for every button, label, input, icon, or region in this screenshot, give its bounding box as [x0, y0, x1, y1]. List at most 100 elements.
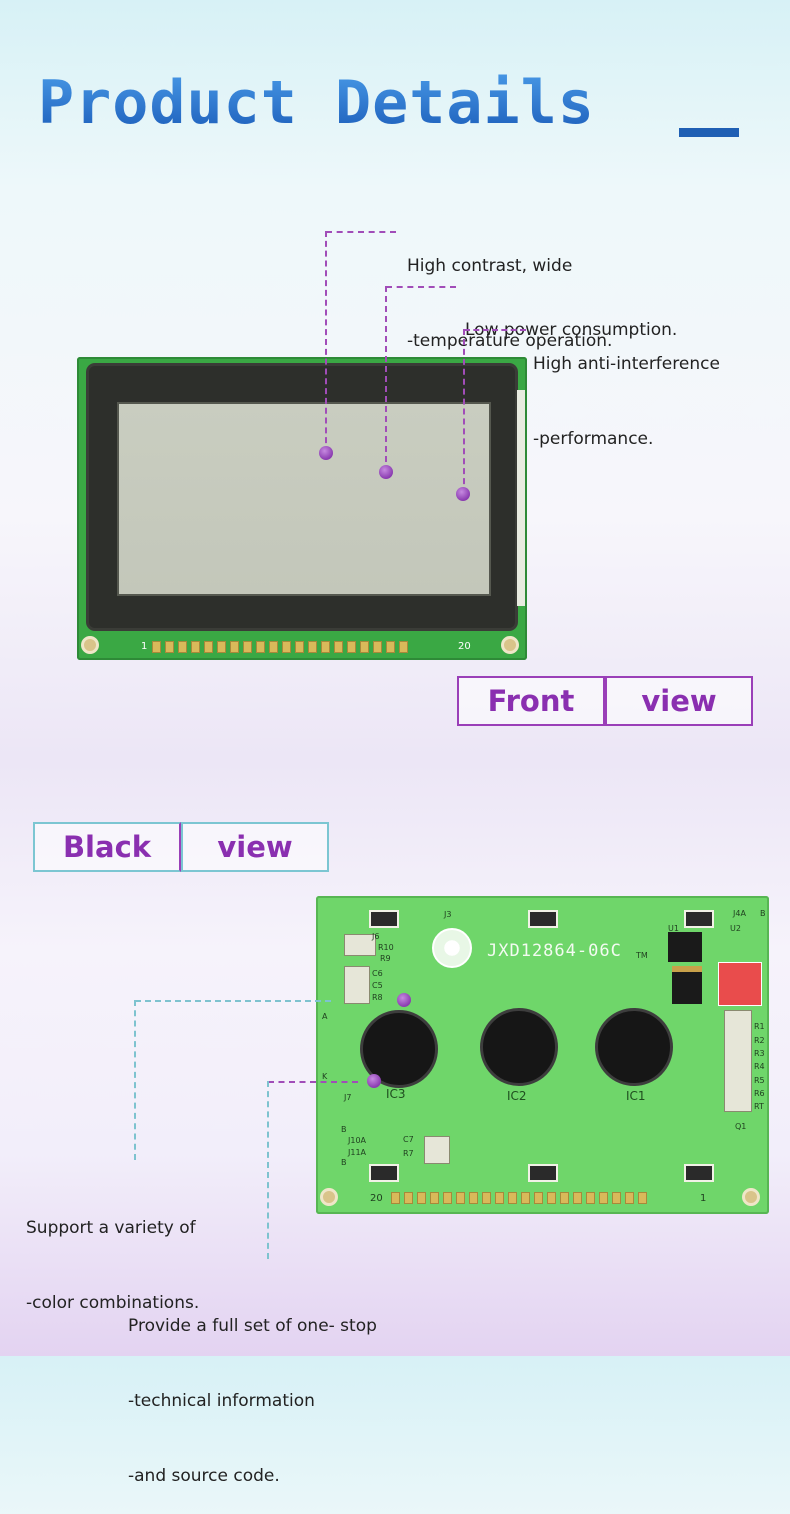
header-pin	[295, 641, 304, 653]
header-pin	[178, 641, 187, 653]
pcb-pad-bottom-left	[369, 1164, 399, 1182]
pcb-tm-mark: TM	[636, 951, 648, 960]
header-pin	[399, 641, 408, 653]
header-pin	[469, 1192, 478, 1204]
pcb-led-pads	[718, 962, 762, 1006]
silk-c6: C6	[372, 969, 383, 978]
header-pin	[508, 1192, 517, 1204]
silk-a: A	[322, 1012, 328, 1021]
pcb-chip-ic2	[480, 1008, 558, 1086]
back-callout-dot-1	[397, 993, 411, 1007]
silk-r9: R9	[380, 954, 391, 963]
front-feature-3-line1: High anti-interference	[533, 354, 720, 374]
silk-j3: J3	[444, 910, 452, 919]
pcb-pad-top-mid	[528, 910, 558, 928]
header-pin	[404, 1192, 413, 1204]
front-leader-1-v	[325, 231, 327, 453]
front-callout-dot-2	[379, 465, 393, 479]
front-pin-last-label: 20	[458, 641, 471, 652]
mount-hole-right	[501, 636, 519, 654]
silk-r10: R10	[378, 943, 394, 952]
silk-j4a: J4A	[733, 909, 746, 918]
front-pin-first-label: 1	[141, 641, 148, 652]
header-pin	[482, 1192, 491, 1204]
header-pin	[191, 641, 200, 653]
backlight-strip	[517, 390, 525, 606]
header-pin	[456, 1192, 465, 1204]
back-feature-2-line1: Provide a full set of one- stop	[128, 1316, 377, 1336]
header-pin	[152, 641, 161, 653]
front-feature-1-line1: High contrast, wide	[407, 256, 573, 276]
pcb-capacitor	[672, 966, 702, 1004]
back-feature-2-line2: -technical information	[128, 1391, 315, 1411]
header-pin	[165, 641, 174, 653]
header-pin	[217, 641, 226, 653]
back-pin-last-label: 1	[700, 1193, 707, 1204]
silk-c7: C7	[403, 1135, 414, 1144]
front-leader-1-h	[326, 231, 396, 233]
silk-rt: RT	[754, 1102, 764, 1111]
mount-hole-left	[81, 636, 99, 654]
silk-j11a: J11A	[348, 1148, 367, 1157]
silk-c5: C5	[372, 981, 383, 990]
header-pin	[347, 641, 356, 653]
silk-r2: R2	[754, 1036, 765, 1045]
header-pin	[430, 1192, 439, 1204]
header-pin	[256, 641, 265, 653]
header-pin	[269, 641, 278, 653]
back-leader-2-v	[267, 1081, 269, 1259]
header-pin	[373, 641, 382, 653]
pcb-chip-ic1	[595, 1008, 673, 1086]
silk-b-top: B	[760, 909, 766, 918]
header-pin	[360, 641, 369, 653]
back-pin-first-label: 20	[370, 1193, 383, 1204]
front-leader-3-h	[464, 329, 526, 331]
silk-k: K	[322, 1072, 328, 1081]
lcd-screen	[117, 402, 491, 596]
header-pin	[334, 641, 343, 653]
header-pin	[230, 641, 239, 653]
front-pin-header	[152, 641, 408, 653]
silk-r7: R7	[403, 1149, 414, 1158]
front-leader-2-h	[386, 286, 456, 288]
silk-r6: R6	[754, 1089, 765, 1098]
header-pin	[612, 1192, 621, 1204]
pcb-model-text: JXD12864-06C	[487, 941, 622, 961]
header-pin	[534, 1192, 543, 1204]
back-feature-1-line1: Support a variety of	[26, 1218, 196, 1238]
header-pin	[308, 641, 317, 653]
header-pin	[573, 1192, 582, 1204]
pcb-chip-ic2-label: IC2	[507, 1089, 527, 1103]
silk-u2: U2	[730, 924, 741, 933]
pcb-chip-ic1-label: IC1	[626, 1089, 646, 1103]
pcb-smd-1	[344, 934, 376, 956]
header-pin	[204, 641, 213, 653]
silk-r1: R1	[754, 1022, 765, 1031]
pcb-smd-2	[344, 966, 370, 1004]
title-underline	[679, 128, 739, 137]
header-pin	[386, 641, 395, 653]
header-pin	[625, 1192, 634, 1204]
pcb-smd-3	[424, 1136, 450, 1164]
front-leader-2-v	[385, 286, 387, 472]
back-feature-1: Support a variety of -color combinations…	[26, 1166, 199, 1341]
front-leader-3-v	[463, 329, 465, 494]
back-callout-dot-2	[367, 1074, 381, 1088]
silk-r4: R4	[754, 1062, 765, 1071]
pcb-pad-top-right	[684, 910, 714, 928]
back-mount-hole-right	[742, 1188, 760, 1206]
silk-u1: U1	[668, 924, 679, 933]
back-leader-1-v	[134, 1000, 136, 1160]
silk-r8: R8	[372, 993, 383, 1002]
silk-j6: J6	[372, 932, 380, 941]
silk-j10a: J10A	[348, 1136, 367, 1145]
pcb-pad-top-left	[369, 910, 399, 928]
silk-j7: J7	[344, 1093, 352, 1102]
silk-r5: R5	[754, 1076, 765, 1085]
header-pin	[321, 641, 330, 653]
pcb-ic-u1	[668, 932, 702, 962]
header-pin	[243, 641, 252, 653]
header-pin	[417, 1192, 426, 1204]
silk-q1: Q1	[735, 1122, 747, 1131]
back-feature-2: Provide a full set of one- stop -technic…	[128, 1264, 377, 1514]
